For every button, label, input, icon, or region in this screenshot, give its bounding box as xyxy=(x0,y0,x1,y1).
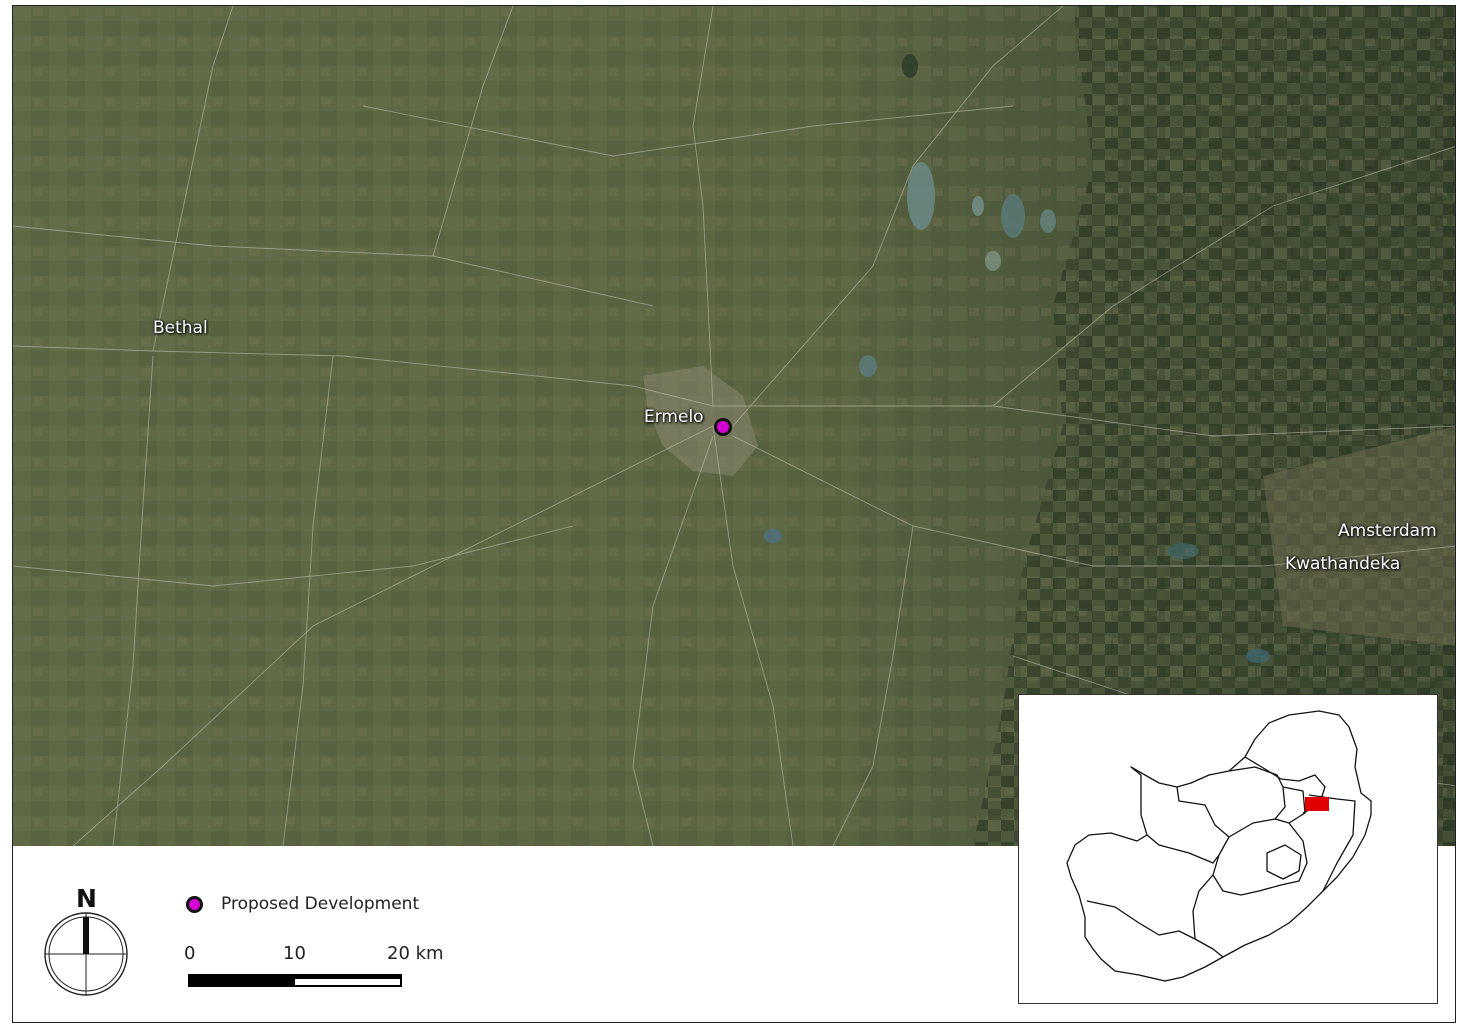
scale-bar-segment-black xyxy=(190,976,295,985)
town-label-kwathandeka: Kwathandeka xyxy=(1285,554,1401,574)
scale-label-0: 0 xyxy=(184,943,196,964)
proposed-development-marker[interactable] xyxy=(714,418,732,436)
town-label-amsterdam: Amsterdam xyxy=(1338,521,1437,541)
legend-label: Proposed Development xyxy=(221,894,420,914)
legend-marker-icon xyxy=(186,896,203,913)
scale-bar xyxy=(188,974,402,987)
inset-locator-map xyxy=(1018,694,1438,1004)
town-label-ermelo: Ermelo xyxy=(644,407,704,427)
north-label: N xyxy=(76,884,97,913)
scale-label-10: 10 xyxy=(283,943,306,964)
north-arrow-icon xyxy=(44,912,128,996)
satellite-imagery xyxy=(13,6,1455,846)
satellite-map[interactable]: Bethal Ermelo Amsterdam Kwathandeka xyxy=(13,6,1455,846)
study-area-highlight xyxy=(1305,797,1329,811)
scale-label-20km: 20 km xyxy=(387,943,444,964)
south-africa-outline-icon xyxy=(1066,710,1372,982)
map-layout: Bethal Ermelo Amsterdam Kwathandeka N Pr… xyxy=(12,5,1456,1023)
town-label-bethal: Bethal xyxy=(153,318,208,338)
scale-bar-segment-white xyxy=(295,976,400,985)
